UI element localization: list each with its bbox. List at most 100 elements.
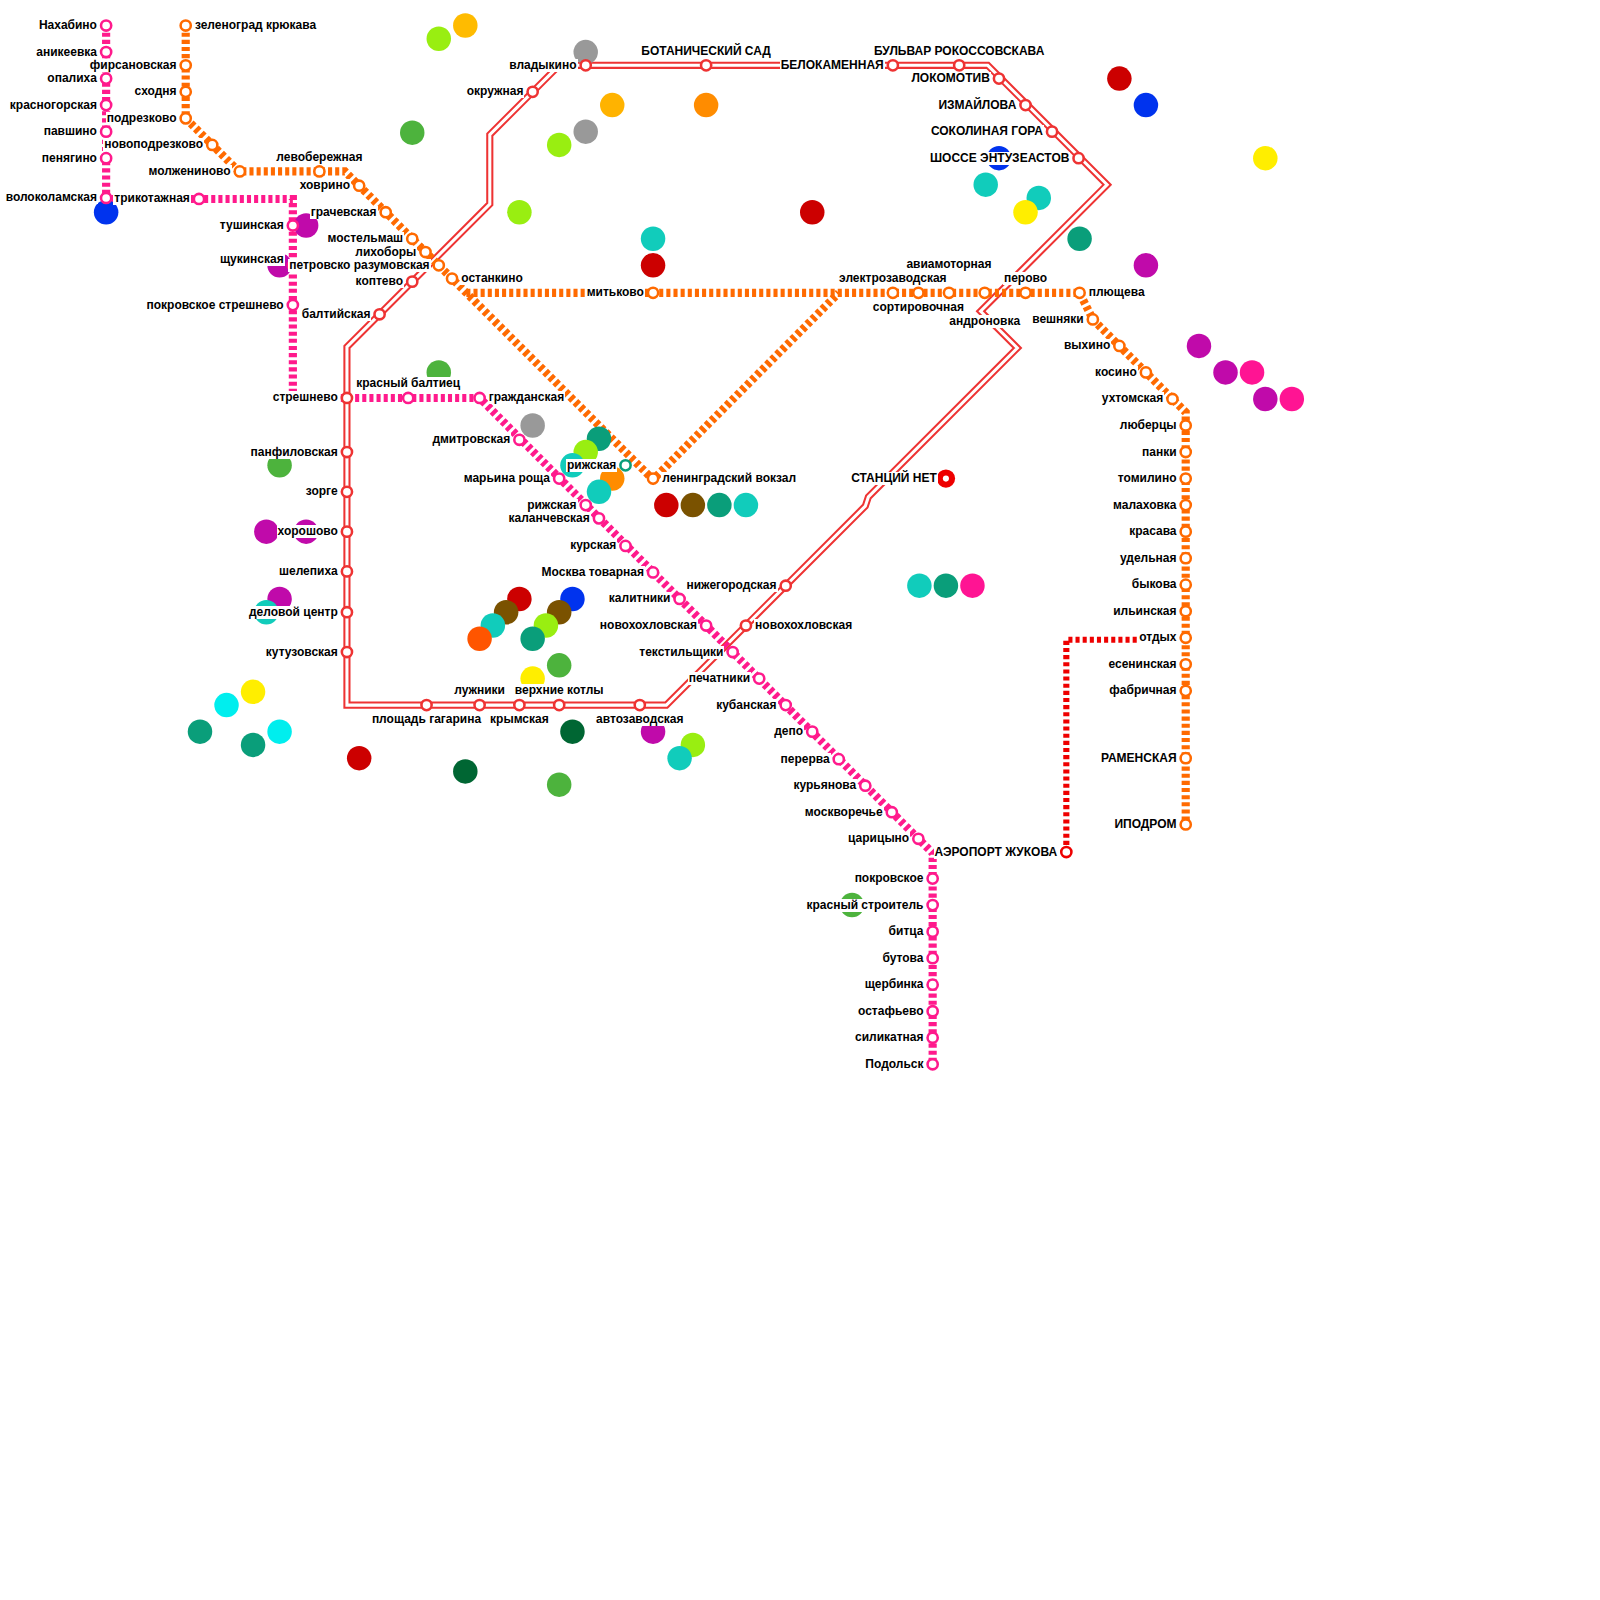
- station-label: новохохловская: [754, 619, 853, 632]
- station-marker: [928, 873, 938, 883]
- station-label: новоподрезково: [103, 138, 204, 151]
- station-marker: [342, 527, 352, 537]
- color-dot: [453, 759, 477, 783]
- station-label: щербинка: [864, 978, 925, 991]
- station-marker: [354, 181, 364, 191]
- station-marker: [928, 927, 938, 937]
- station-label: бутова: [881, 952, 924, 965]
- station-marker: [101, 193, 111, 203]
- color-dot: [453, 13, 477, 37]
- color-dot: [1213, 360, 1237, 384]
- station-marker: [288, 300, 298, 310]
- station-marker: [887, 807, 897, 817]
- color-dot: [973, 172, 997, 196]
- station-marker: [1181, 447, 1191, 457]
- station-marker: [834, 754, 844, 764]
- station-marker: [407, 277, 417, 287]
- station-marker: [101, 100, 111, 110]
- station-label: СОКОЛИНАЯ ГОРА: [930, 125, 1044, 138]
- station-label: люберцы: [1119, 419, 1178, 432]
- station-label: ховрино: [299, 179, 351, 192]
- station-label: ИПОДРОМ: [1113, 818, 1177, 831]
- station-label: ухтомская: [1101, 392, 1164, 405]
- station-marker: [1114, 341, 1124, 351]
- station-label: гражданская: [488, 391, 565, 404]
- station-label: рижская: [566, 459, 617, 472]
- color-dot: [427, 27, 451, 51]
- station-marker: [928, 1059, 938, 1069]
- station-label: красногорская: [9, 99, 98, 112]
- station-marker: [101, 73, 111, 83]
- color-dot: [467, 627, 491, 651]
- color-dot: [400, 120, 424, 144]
- station-label: остафьево: [857, 1005, 925, 1018]
- station-label: пенягино: [41, 152, 98, 165]
- station-label: ильинская: [1112, 605, 1177, 618]
- station-marker: [1181, 527, 1191, 537]
- station-marker: [181, 20, 191, 30]
- station-label: ЛОКОМОТИВ: [910, 72, 990, 85]
- station-label: марьина роща: [463, 472, 551, 485]
- station-label: электрозаводская: [838, 272, 948, 285]
- station-marker: [101, 153, 111, 163]
- station-label: нижегородская: [685, 579, 777, 592]
- station-marker: [913, 288, 923, 298]
- station-marker: [181, 60, 191, 70]
- station-label: москворечье: [804, 806, 884, 819]
- station-marker: [554, 473, 564, 483]
- station-marker: [1181, 553, 1191, 563]
- color-dot: [1107, 66, 1131, 90]
- station-marker: [434, 260, 444, 270]
- station-label: косино: [1094, 366, 1138, 379]
- station-marker: [928, 1033, 938, 1043]
- ring-line-inner: [347, 65, 1107, 705]
- color-dot: [707, 493, 731, 517]
- color-dot: [667, 746, 691, 770]
- station-marker: [235, 166, 245, 176]
- station-marker: [101, 127, 111, 137]
- station-label: красный строитель: [805, 899, 924, 912]
- station-marker: [1181, 420, 1191, 430]
- station-marker: [701, 60, 711, 70]
- station-label: перерва: [779, 753, 830, 766]
- station-marker: [181, 87, 191, 97]
- station-label: БОТАНИЧЕСКИЙ САД: [640, 45, 772, 58]
- station-marker: [781, 581, 791, 591]
- station-marker: [928, 1006, 938, 1016]
- station-marker: [342, 393, 352, 403]
- station-marker: [474, 393, 484, 403]
- station-marker: [648, 473, 658, 483]
- station-label: депо: [773, 725, 804, 738]
- station-label: балтийская: [301, 308, 372, 321]
- station-marker: [1047, 127, 1057, 137]
- station-label: лихоборы: [354, 246, 417, 259]
- station-label: стрешнево: [272, 391, 339, 404]
- station-marker: [674, 594, 684, 604]
- station-marker: [1181, 473, 1191, 483]
- station-label: красный балтиец: [355, 377, 461, 390]
- station-label: волоколамская: [5, 191, 98, 204]
- station-label: аникеевка: [35, 46, 98, 59]
- station-label: БЕЛОКАМЕННАЯ: [780, 59, 885, 72]
- station-label: авиамоторная: [905, 258, 992, 271]
- station-label: фабричная: [1108, 684, 1177, 697]
- station-label: АЭРОПОРТ ЖУКОВА: [934, 846, 1059, 859]
- station-marker: [1181, 686, 1191, 696]
- color-dot: [734, 493, 758, 517]
- station-marker: [888, 288, 898, 298]
- station-marker: [1181, 633, 1191, 643]
- station-marker: [1020, 288, 1030, 298]
- station-marker: [288, 220, 298, 230]
- station-marker: [994, 73, 1004, 83]
- pink-rail-line: [106, 26, 933, 1065]
- station-label: битца: [888, 925, 925, 938]
- station-marker: [194, 194, 204, 204]
- station-label: сортировочная: [872, 301, 965, 314]
- color-dot: [800, 200, 824, 224]
- color-dot: [1280, 387, 1304, 411]
- station-marker: [474, 700, 484, 710]
- station-marker: [514, 700, 524, 710]
- station-label: молжениново: [147, 165, 231, 178]
- color-dot: [960, 573, 984, 597]
